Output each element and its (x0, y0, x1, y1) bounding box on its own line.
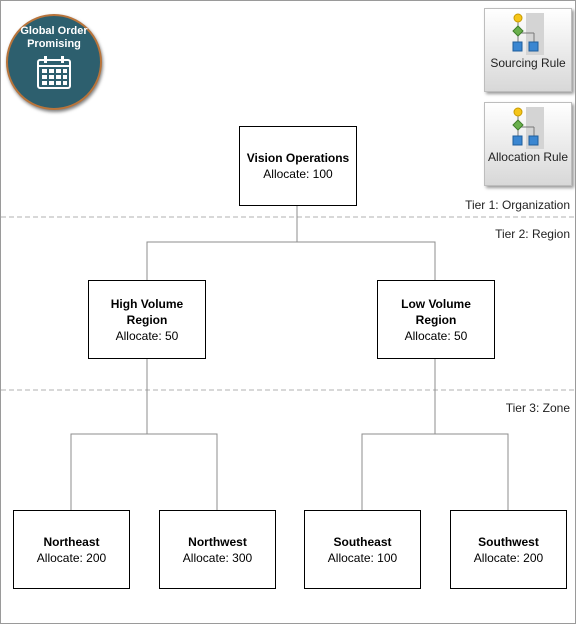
tier-3-label: Tier 3: Zone (505, 401, 570, 415)
hierarchy-icon (512, 13, 544, 55)
node-name: Low Volume Region (401, 296, 471, 327)
calendar-icon (37, 56, 71, 89)
node-name: Northeast (43, 534, 100, 549)
node-high-volume-region: High Volume Region Allocate: 50 (88, 280, 206, 359)
tier-2-label: Tier 2: Region (495, 227, 570, 241)
node-northeast: Northeast Allocate: 200 (13, 510, 130, 589)
node-name: High Volume Region (110, 296, 184, 327)
node-allocate: Allocate: 200 (473, 550, 544, 565)
node-southwest: Southwest Allocate: 200 (450, 510, 567, 589)
node-name: Southeast (333, 534, 392, 549)
node-allocate: Allocate: 100 (263, 167, 333, 181)
sourcing-rule-label: Sourcing Rule (490, 56, 566, 70)
node-allocate: Allocate: 300 (182, 550, 253, 565)
node-allocate: Allocate: 50 (115, 328, 179, 343)
node-allocate: Allocate: 50 (404, 328, 468, 343)
allocation-rule-button[interactable]: Allocation Rule (484, 102, 572, 186)
node-vision-operations: Vision Operations Allocate: 100 (239, 126, 357, 206)
node-allocate: Allocate: 200 (36, 550, 107, 565)
global-order-promising-badge: Global Order Promising (6, 14, 102, 110)
node-name: Vision Operations (246, 151, 350, 165)
badge-title: Global Order Promising (20, 25, 88, 50)
hierarchy-icon (512, 107, 544, 149)
allocation-rule-label: Allocation Rule (487, 150, 569, 164)
sourcing-rule-button[interactable]: Sourcing Rule (484, 8, 572, 92)
node-southeast: Southeast Allocate: 100 (304, 510, 421, 589)
node-name: Southwest (478, 534, 539, 549)
tier-1-label: Tier 1: Organization (465, 198, 570, 212)
tree-connectors (70, 206, 509, 510)
node-name: Northwest (188, 534, 247, 549)
node-allocate: Allocate: 100 (327, 550, 398, 565)
node-low-volume-region: Low Volume Region Allocate: 50 (377, 280, 495, 359)
node-northwest: Northwest Allocate: 300 (159, 510, 276, 589)
